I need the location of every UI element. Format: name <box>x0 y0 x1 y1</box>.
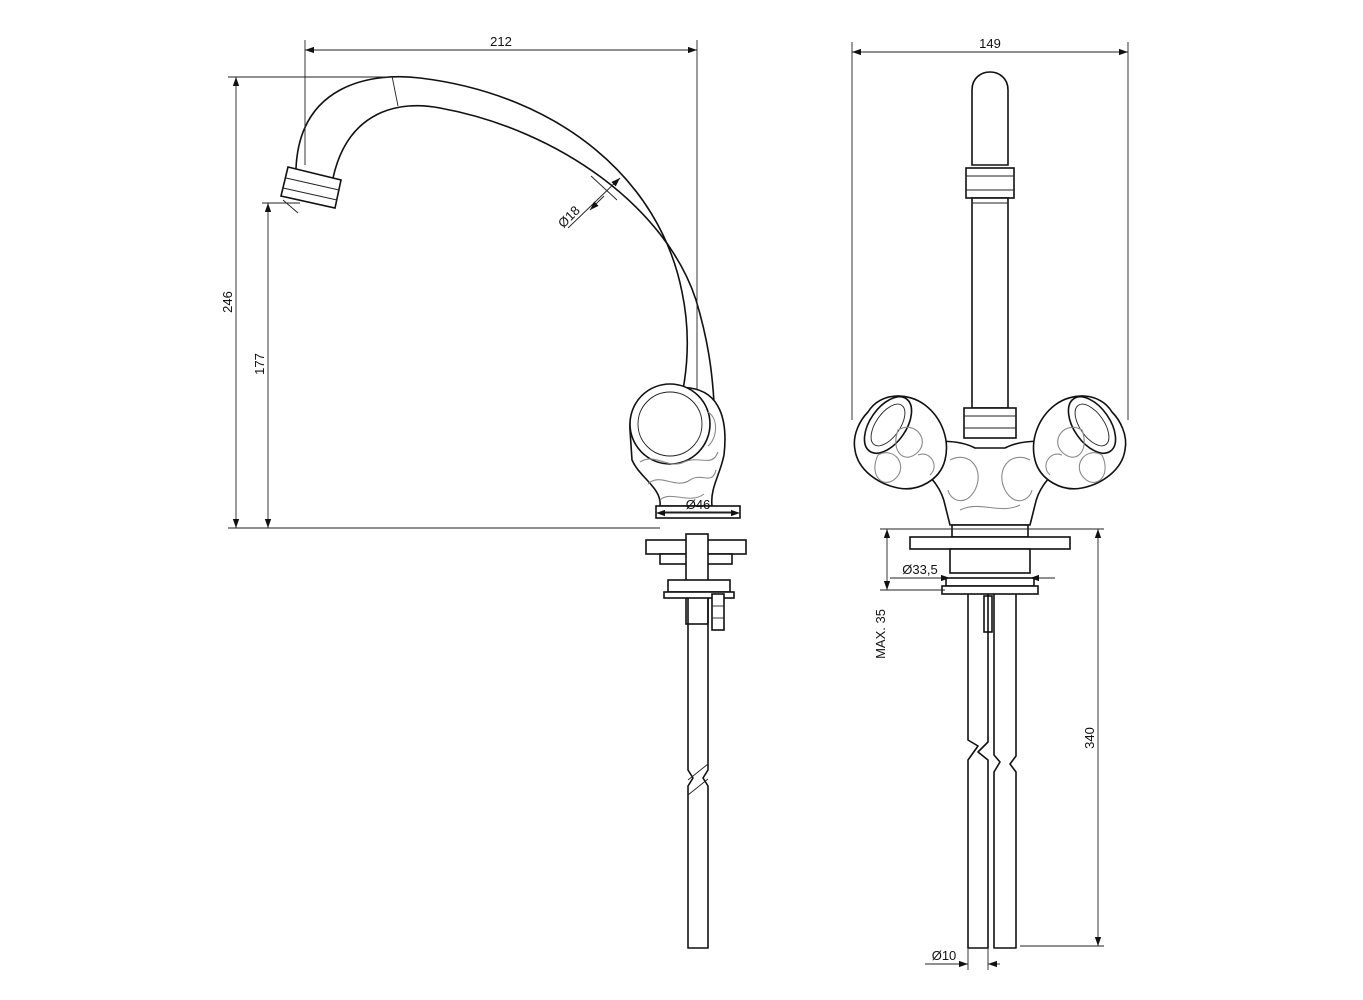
dim-177-label: 177 <box>252 353 267 375</box>
dim-mount-hole: Ø33,5 <box>890 562 1055 582</box>
front-left-handle <box>853 395 948 490</box>
dim-hose-diameter: Ø10 <box>925 948 1000 970</box>
dim-33-5-label: Ø33,5 <box>902 562 937 577</box>
dim-46-label: Ø46 <box>686 497 711 512</box>
dim-base-diameter: Ø46 <box>656 497 740 517</box>
dim-149-label: 149 <box>979 36 1001 51</box>
dim-height-177: 177 <box>252 202 300 528</box>
dim-width-149: 149 <box>851 36 1129 420</box>
dim-width-212: 212 <box>304 34 698 390</box>
dim-spout-diameter: Ø18 <box>555 177 621 231</box>
dim-max-35-label: MAX. 35 <box>873 609 888 659</box>
dim-10-label: Ø10 <box>932 948 957 963</box>
dim-212-label: 212 <box>490 34 512 49</box>
side-view: 212 246 177 Ø18 Ø46 <box>220 34 747 949</box>
side-body <box>629 383 741 519</box>
dim-height-246: 246 <box>220 76 660 529</box>
dim-hose-length: 340 <box>1020 529 1104 947</box>
dim-18-label: Ø18 <box>555 203 583 231</box>
side-spout <box>280 75 715 403</box>
front-right-handle <box>1032 395 1127 490</box>
front-mounting <box>909 524 1071 949</box>
front-spout <box>963 71 1017 439</box>
dim-246-label: 246 <box>220 291 235 313</box>
front-view: 149 Ø33,5 MAX. 35 340 Ø10 <box>851 36 1129 970</box>
dim-max-35: MAX. 35 <box>873 528 1104 659</box>
side-mounting <box>645 533 747 949</box>
dim-340-label: 340 <box>1082 727 1097 749</box>
